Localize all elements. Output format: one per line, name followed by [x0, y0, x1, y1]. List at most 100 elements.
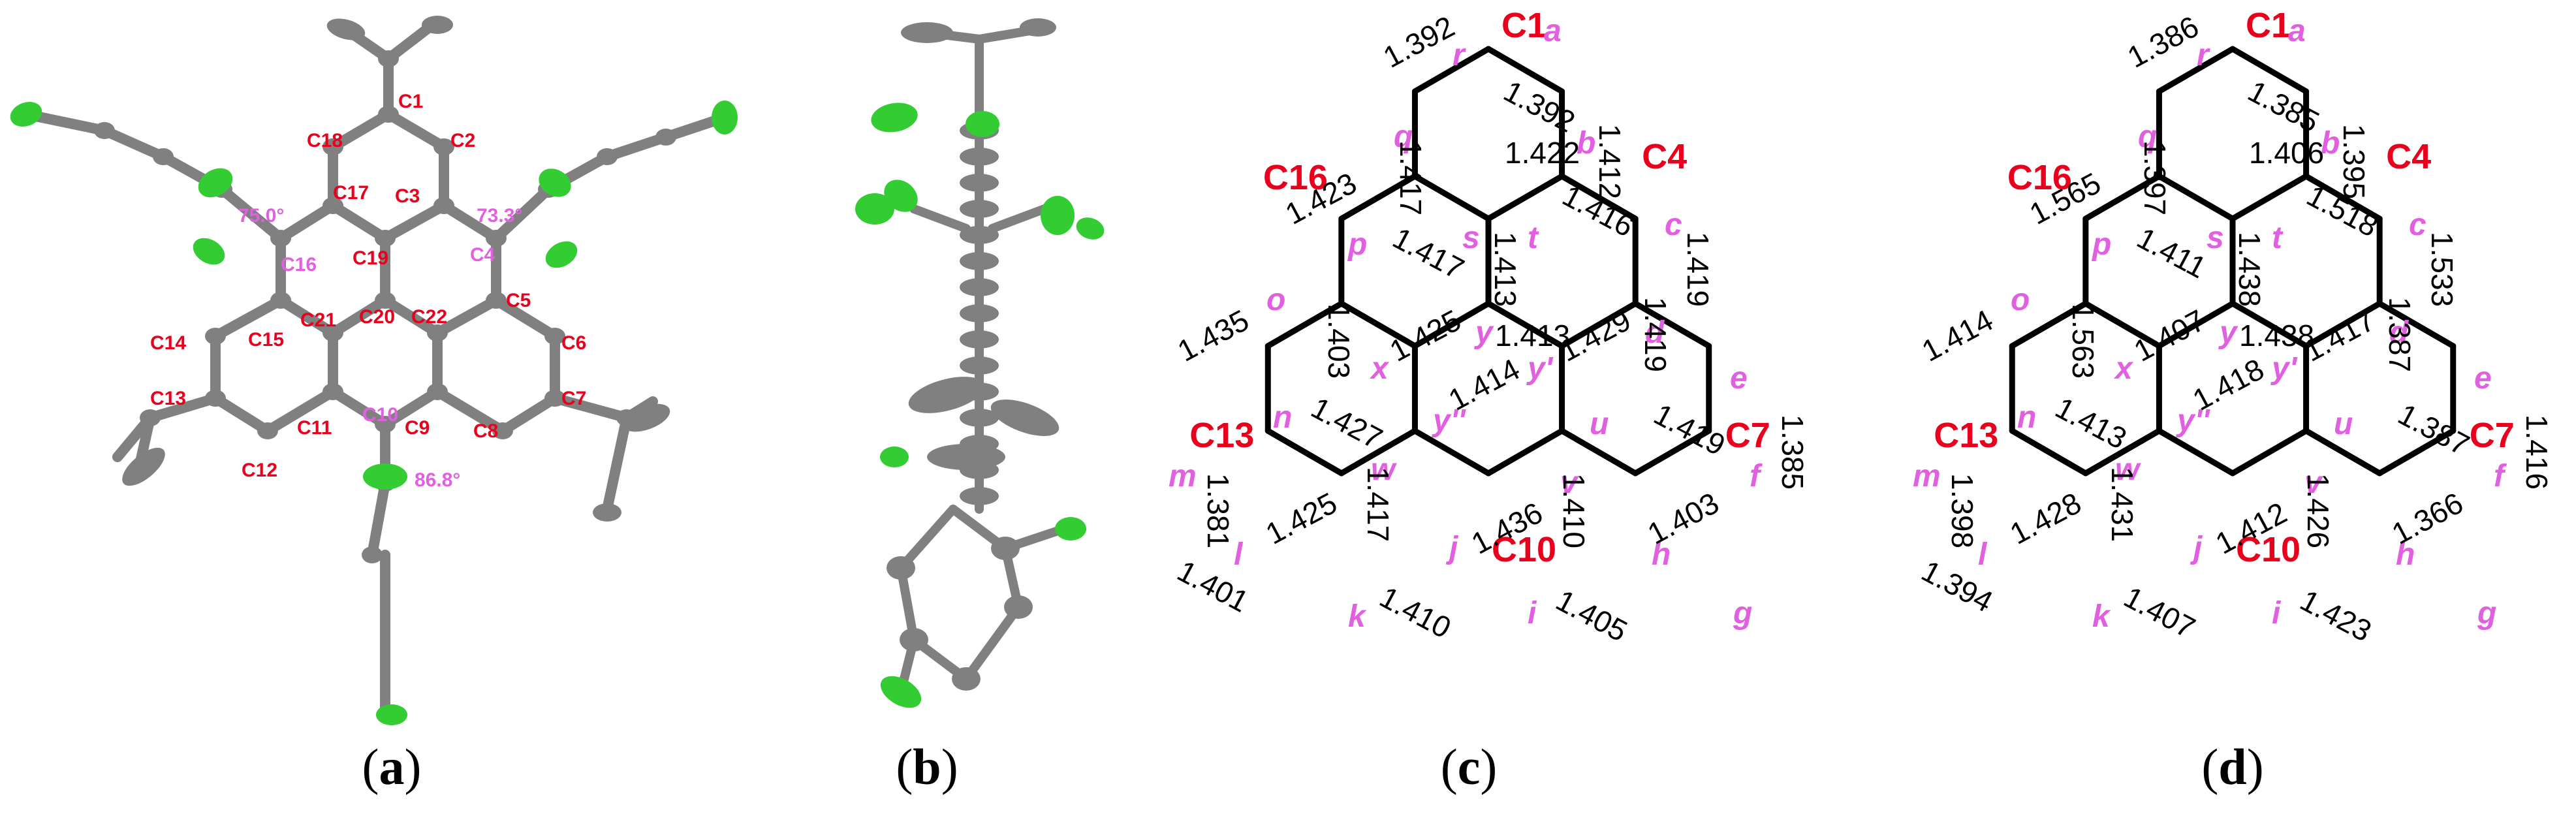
carbon-atom: [153, 148, 174, 165]
chlorine-atom: [363, 463, 407, 490]
bond-length-m: 1.414: [1916, 303, 1998, 368]
bond-length-j: 1.431: [2105, 467, 2139, 542]
atom-label-c7: C7: [561, 388, 586, 409]
bond-line: [1559, 173, 1639, 222]
carbon-atom: [257, 422, 278, 439]
atom-label-c10: C10: [1492, 530, 1556, 569]
bond-length-p: 1.411: [2131, 221, 2212, 285]
atom-label-c1: C1: [398, 91, 423, 112]
bond: [380, 295, 443, 338]
bond-letter-w: w: [1371, 452, 1397, 487]
bond-length-v: 1.426: [2301, 473, 2335, 548]
carbon-atom: [427, 324, 448, 341]
bond-line: [2156, 46, 2236, 95]
atom-label-c15: C15: [248, 329, 284, 351]
bond-length-n: 1.563: [2066, 304, 2100, 379]
bond-line: [2009, 300, 2089, 349]
carbon-atom: [326, 18, 366, 40]
bond-line: [1338, 300, 1418, 349]
bond-length-y2: 1.414: [1443, 352, 1525, 417]
carbon-atom: [362, 546, 383, 563]
carbon-atom: [422, 16, 453, 34]
bond: [497, 393, 560, 436]
bond-length-t: 1.413: [1488, 232, 1522, 307]
carbon-atom: [433, 197, 454, 214]
carbon-atom: [486, 292, 507, 309]
chlorine-atom: [198, 168, 233, 198]
atom-label-c17: C17: [333, 182, 369, 204]
carbon-atom: [433, 138, 454, 155]
atom-label-c1: C1: [2246, 6, 2291, 45]
bond: [909, 204, 971, 233]
bond-line: [2082, 428, 2162, 477]
carbon-atom: [991, 537, 1020, 560]
bond-letter-c: c: [1665, 208, 1682, 242]
bond-line: [1411, 300, 1492, 349]
caption-b: (b): [896, 738, 958, 795]
chlorine-atom: [1041, 196, 1075, 235]
bond-letter-j: j: [1445, 531, 1459, 565]
bond-letter-t: t: [2272, 221, 2284, 255]
carbon-atom: [960, 252, 999, 270]
carbon-atom: [270, 292, 291, 309]
bond-line: [2376, 428, 2457, 477]
bond-length-q: 1.397: [2138, 140, 2172, 215]
atom-label-c11: C11: [297, 417, 332, 439]
chlorine-atom: [966, 111, 999, 137]
bond-line: [1632, 428, 1712, 477]
carbon-atom: [270, 230, 291, 247]
bond-line: [1559, 300, 1639, 349]
carbon-atom: [1004, 595, 1033, 619]
caption-c: (c): [1440, 738, 1498, 795]
bond: [602, 132, 671, 162]
carbon-atom: [375, 230, 396, 247]
carbon-atom: [544, 390, 565, 407]
angle-label: 86.8°: [415, 469, 460, 491]
bond-letter-m: m: [1913, 459, 1941, 494]
caption-a: (a): [362, 738, 422, 795]
bond-length-g: 1.366: [2386, 486, 2468, 551]
bond-length-y1: 1.429: [1554, 303, 1636, 368]
bond-length-p: 1.417: [1387, 221, 1469, 286]
bond: [962, 603, 1023, 683]
carbon-atom: [960, 487, 999, 505]
chlorine-atom: [712, 101, 738, 134]
bond-letter-q: q: [1394, 119, 1413, 154]
carbon-atom: [378, 50, 399, 67]
bond: [210, 393, 273, 436]
atom-label-c12: C12: [242, 460, 277, 481]
bond-length-h: 1.423: [2295, 583, 2377, 648]
bond-length-r: 1.385: [2242, 74, 2325, 139]
bond-length-n: 1.403: [1322, 304, 1356, 379]
bond-letter-s: s: [2207, 221, 2224, 255]
bond-length-e: 1.419: [1639, 297, 1673, 372]
bond-letter-h: h: [1652, 537, 1671, 572]
atom-label-c5: C5: [506, 290, 531, 311]
carbon-atom: [205, 328, 226, 345]
bond-length-l: 1.381: [1201, 473, 1235, 548]
bond-letter-s: s: [1462, 221, 1480, 255]
bond: [328, 295, 390, 338]
atom-label-c2: C2: [450, 130, 475, 151]
bond-length-t: 1.438: [2233, 232, 2267, 307]
bond-length-y: 1.438: [2239, 319, 2314, 353]
atom-label-c22: C22: [411, 306, 447, 328]
carbon-atom: [597, 148, 618, 165]
bond: [262, 386, 338, 436]
bond-letter-b: b: [2321, 126, 2340, 161]
atom-label-c18: C18: [307, 130, 343, 151]
bond-length-b: 1.395: [2337, 124, 2371, 199]
atom-label-c16: C16: [1263, 158, 1328, 197]
chlorine-atom: [1076, 217, 1105, 240]
bond-letter-ypp: y'': [1432, 403, 1466, 438]
bond-length-x: 1.425: [1384, 303, 1466, 368]
carbon-atom: [544, 328, 565, 345]
bond-letter-d: d: [1645, 315, 1665, 350]
chlorine-atom: [539, 168, 571, 197]
bond-length-v: 1.410: [1557, 473, 1591, 548]
bond-length-f: 1.385: [1776, 415, 1810, 490]
atom-label-c9: C9: [405, 417, 430, 439]
bond-line: [2082, 173, 2162, 222]
bond-length-y1: 1.417: [2298, 303, 2380, 368]
